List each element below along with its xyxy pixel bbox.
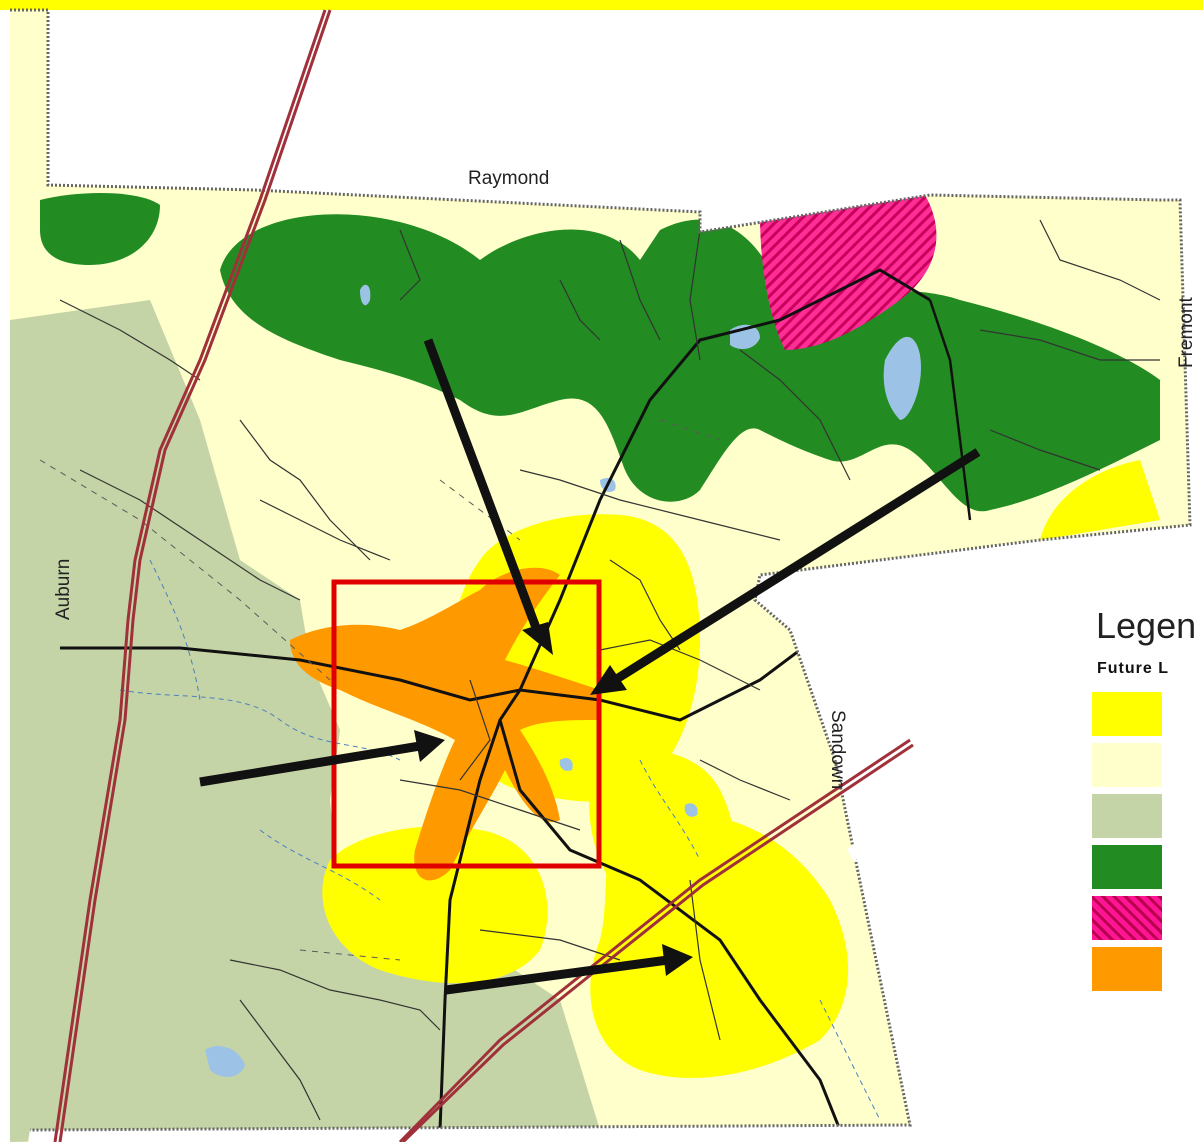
legend-swatch — [1092, 845, 1162, 889]
legend-title: Legen — [1096, 605, 1197, 646]
village-center-highlight-box — [331, 579, 602, 869]
legend-swatch — [1092, 692, 1162, 736]
arrow-from-east — [590, 448, 981, 695]
railroad-gap — [846, 813, 924, 862]
arrow-from-north — [423, 338, 553, 655]
legend-swatch — [1092, 743, 1162, 787]
top-yellow-frame — [0, 0, 1203, 10]
annotation-arrows — [199, 338, 981, 995]
arrow-from-west — [199, 730, 445, 787]
town-label-auburn: Auburn — [53, 558, 74, 620]
arrow-from-south — [445, 944, 693, 995]
town-label-raymond: Raymond — [468, 168, 550, 189]
town-boundary — [10, 8, 1192, 1132]
legend-subtitle: Future L — [1097, 660, 1169, 677]
legend-swatch — [1092, 896, 1162, 940]
legend-swatch — [1092, 947, 1162, 991]
railroad-lines — [53, 9, 914, 1142]
town-label-sandown: Sandown — [827, 710, 848, 790]
town-label-fremont: Fremont — [1176, 297, 1197, 368]
legend-swatch — [1092, 794, 1162, 838]
